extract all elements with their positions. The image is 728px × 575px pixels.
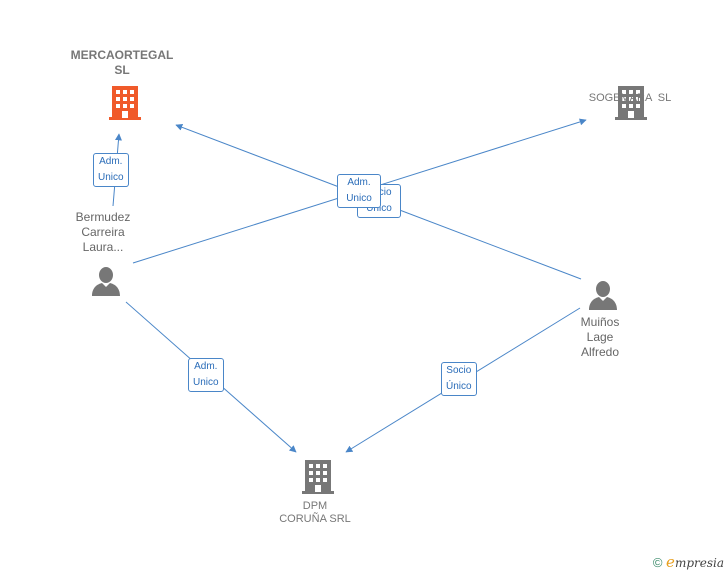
edge-label-line: Adm. [347,177,371,188]
person-icon [589,281,617,310]
node-label-dpm[interactable]: DPM CORUÑA SRL [255,500,375,526]
building-icon [302,460,334,494]
node-label-line: Muiños [580,315,620,329]
brand-logo-rest: mpresia [674,556,724,570]
edge-label-line: Único [366,203,392,214]
node-label-line: Laura... [82,240,124,254]
building-icon [109,86,141,120]
edge-label-line: Unico [346,193,372,204]
node-label-line: SL [114,63,130,77]
edge-label-bermudez-mercaortegal: Adm. Unico [93,153,129,187]
node-label-line: Carreira [81,225,125,239]
edge-label-line: Único [446,381,472,392]
node-label-line: CORUÑA SRL [279,513,351,525]
node-label-line: Bermudez [75,210,131,224]
edge-label-muinos-dpm: Socio Único [441,362,477,396]
building-icon [615,86,647,120]
edge-label-line: Adm. [99,156,123,167]
node-label-bermudez[interactable]: Bermudez Carreira Laura... [53,210,153,255]
node-label-line: SOGEMARA SL [588,92,672,104]
copyright-badge[interactable]: © empresia [653,553,724,571]
node-label-line: Alfredo [580,345,620,359]
edge-label-line: Unico [193,377,219,388]
node-label-line: Lage [586,330,614,344]
node-label-mercaortegal[interactable]: MERCAORTEGAL SL [52,48,192,78]
node-label-muinos[interactable]: Muiños Lage Alfredo [550,315,650,360]
edge-label-line: Unico [98,172,124,183]
node-label-line: MERCAORTEGAL [70,48,174,62]
person-icon [92,267,120,296]
node-label-sogemara[interactable]: SOGEMARA SL [570,66,690,118]
edge-label-cross-adm: Adm. Unico [337,174,381,208]
copyright-icon: © [652,555,663,570]
edge-label-line: Adm. [194,361,218,372]
brand-logo-initial: e [666,553,675,571]
node-label-line: DPM [302,500,328,512]
edge-label-bermudez-dpm: Adm. Unico [188,358,224,392]
brand-logo: empresia [666,553,724,571]
edge-label-line: Socio [446,365,472,376]
